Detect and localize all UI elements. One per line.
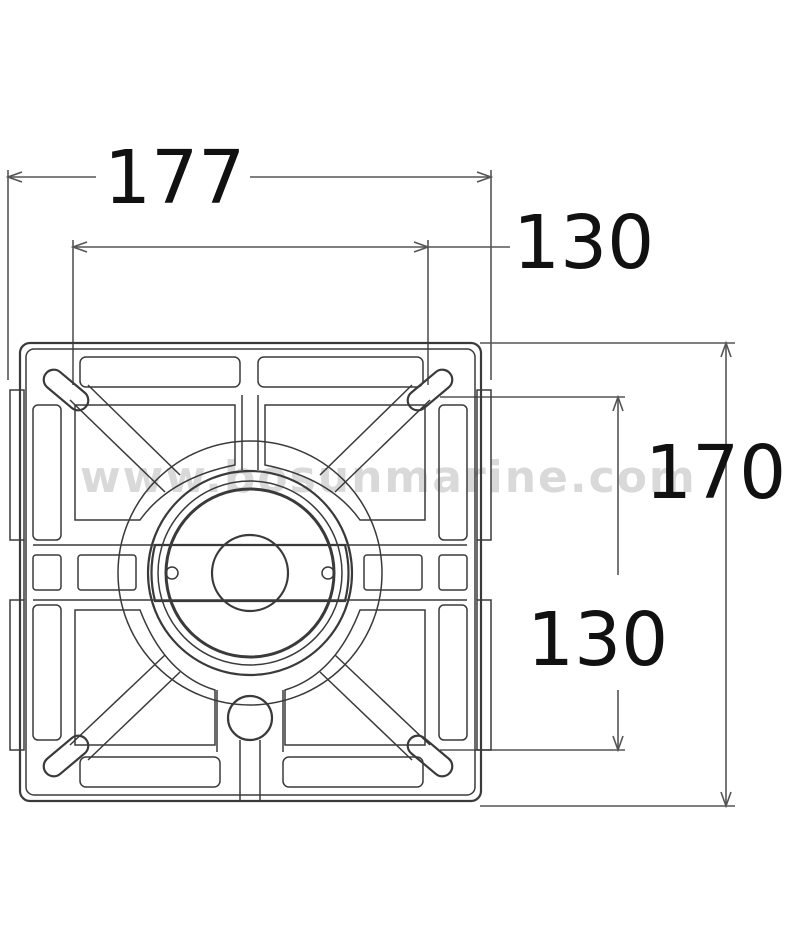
dimension-outer-height: 170 <box>480 340 786 809</box>
corner-slot-top-right <box>406 368 454 412</box>
outer-height-label: 170 <box>645 430 786 516</box>
top-left-slot <box>79 356 241 388</box>
watermark-text: www.bosunmarine.com <box>80 452 697 503</box>
mounting-bar <box>150 543 350 603</box>
corner-slot-top-left <box>42 368 90 412</box>
top-right-slot <box>257 356 424 388</box>
outer-width-label: 177 <box>104 135 245 221</box>
dimension-outer-width: 177 <box>5 135 494 380</box>
center-bore <box>210 533 290 613</box>
bolt-hole-left <box>165 566 179 580</box>
bottom-left-slot <box>79 756 221 788</box>
bolt-hole-right <box>321 566 335 580</box>
corner-slot-bottom-right <box>406 734 454 778</box>
corner-slot-bottom-left <box>42 734 90 778</box>
drain-hole <box>226 694 274 742</box>
inner-height-label: 130 <box>527 597 668 683</box>
base-plate <box>9 341 492 803</box>
inner-width-label: 130 <box>513 200 654 286</box>
bottom-right-slot <box>282 756 424 788</box>
dimension-inner-width: 130 <box>70 200 654 385</box>
dimension-inner-height: 130 <box>440 394 668 753</box>
